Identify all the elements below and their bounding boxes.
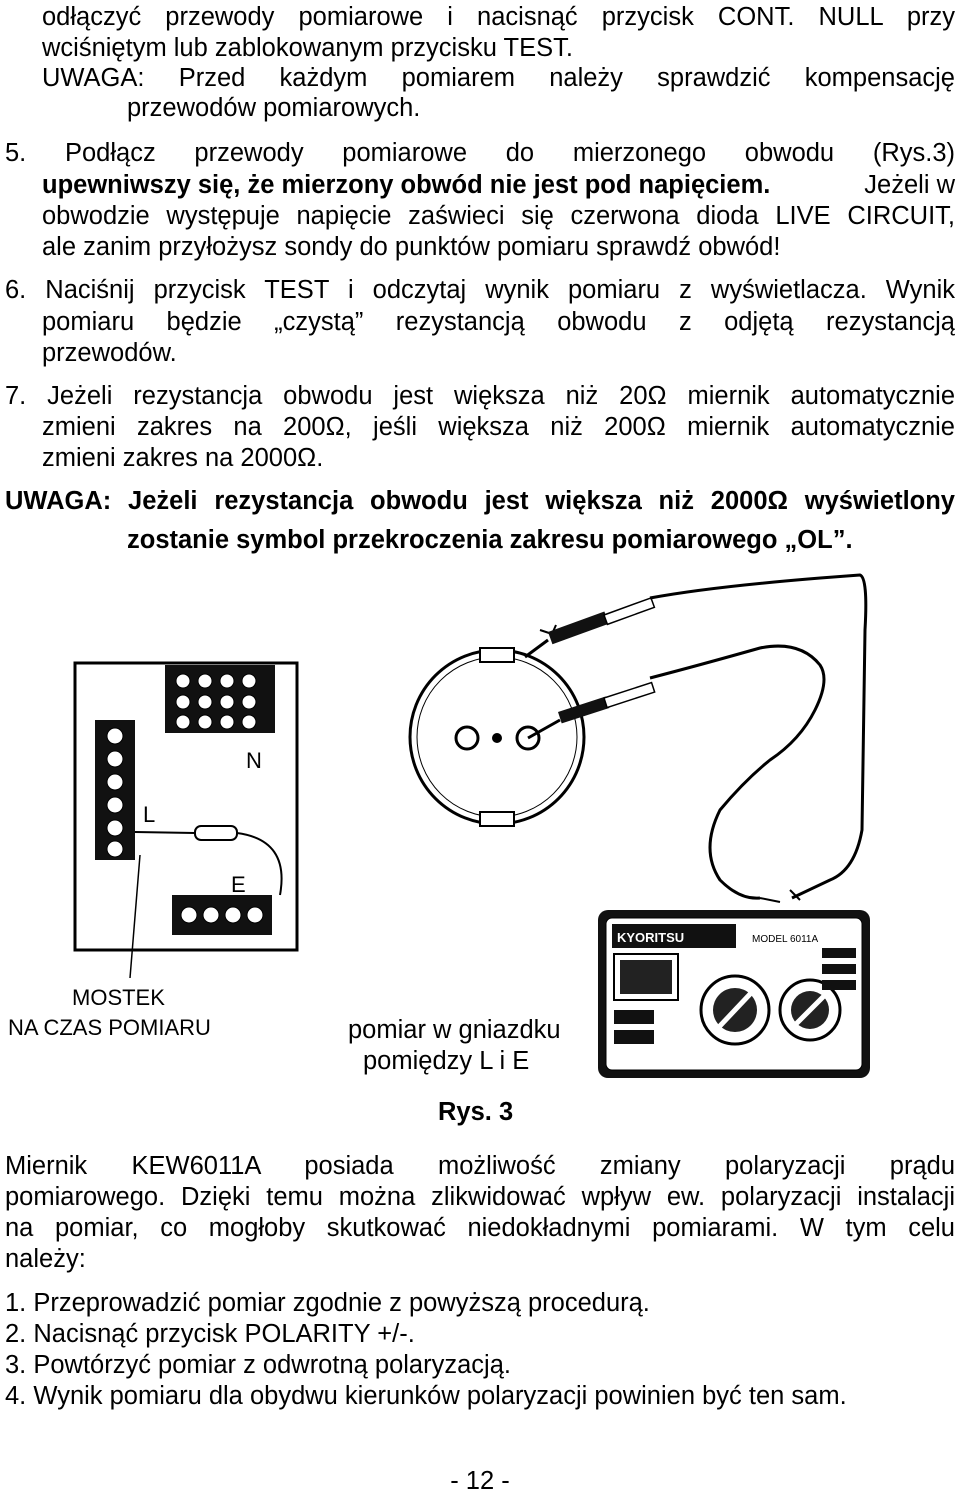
- polarity-line: na pomiar, co mogłoby skutkować niedokła…: [5, 1214, 955, 1242]
- page-number: - 12 -: [450, 1467, 510, 1495]
- figure-caption: Rys. 3: [438, 1098, 514, 1126]
- label-e: E: [231, 872, 246, 897]
- step-7-line: zmieni zakres na 2000Ω.: [42, 444, 324, 472]
- label-l: L: [143, 802, 155, 827]
- paragraph-line: odłączyć przewody pomiarowe i nacisnąć p…: [42, 3, 955, 31]
- step-7-line: zmieni zakres na 200Ω, jeśli większa niż…: [42, 413, 955, 441]
- warning-line: zostanie symbol przekroczenia zakresu po…: [127, 526, 853, 554]
- bridge-wire: [134, 831, 283, 896]
- step-5-line: obwodzie występuje napięcie zaświeci się…: [42, 202, 955, 230]
- test-probe-upper: [524, 596, 656, 659]
- test-probe-lower: [527, 681, 656, 740]
- terminal-block-e: [172, 895, 272, 935]
- bridge-label-line: NA CZAS POMIARU: [8, 1015, 211, 1040]
- note-line: UWAGA: Przed każdym pomiarem należy spra…: [42, 64, 955, 92]
- socket-outlet: [408, 647, 586, 827]
- fuse-element: [194, 825, 238, 841]
- label-n: N: [246, 748, 262, 773]
- bridge-label-line: MOSTEK: [72, 985, 165, 1010]
- paragraph-line: wciśniętym lub zablokowanym przycisku TE…: [42, 34, 573, 62]
- multifunction-meter: KYORITSU MODEL 6011A: [598, 910, 870, 1078]
- wall-panel: [73, 661, 299, 952]
- cable-plugs: [759, 889, 801, 903]
- probe-cable-upper: [649, 573, 868, 900]
- bridge-pointer: [129, 854, 141, 979]
- warning-line: UWAGA: Jeżeli rezystancja obwodu jest wi…: [5, 487, 955, 515]
- list-item: 3. Powtórzyć pomiar z odwrotną polaryzac…: [5, 1351, 511, 1379]
- terminal-block-l: [95, 720, 135, 860]
- polarity-line: pomiarowego. Dzięki temu można zlikwidow…: [5, 1183, 955, 1211]
- list-item: 4. Wynik pomiaru dla obydwu kierunków po…: [5, 1382, 847, 1410]
- note-line: przewodów pomiarowych.: [127, 94, 421, 122]
- step-5-bold-text: upewniwszy się, że mierzony obwód nie je…: [42, 171, 771, 199]
- probe-cable-lower: [649, 644, 826, 900]
- socket-label-line: pomiędzy L i E: [363, 1047, 530, 1075]
- socket-label-line: pomiar w gniazdku: [348, 1016, 561, 1044]
- measurement-diagram: N L E KYORITSU MODEL 6011A: [73, 573, 870, 1078]
- list-item: 1. Przeprowadzić pomiar zgodnie z powyżs…: [5, 1289, 650, 1317]
- step-6-line: przewodów.: [42, 339, 177, 367]
- step-5-line: upewniwszy się, że mierzony obwód nie je…: [42, 170, 955, 200]
- polarity-line: należy:: [5, 1245, 86, 1273]
- step-5-line: 5. Podłącz przewody pomiarowe do mierzon…: [5, 139, 955, 167]
- step-5-line: ale zanim przyłożysz sondy do punktów po…: [42, 233, 781, 261]
- list-item: 2. Nacisnąć przycisk POLARITY +/-.: [5, 1320, 415, 1348]
- step-5-text: Jeżeli w: [864, 171, 955, 199]
- step-6-line: pomiaru będzie „czystą” rezystancją obwo…: [42, 308, 955, 336]
- polarity-line: Miernik KEW6011A posiada możliwość zmian…: [5, 1152, 955, 1180]
- meter-model: MODEL 6011A: [752, 934, 818, 945]
- meter-brand: KYORITSU: [617, 930, 684, 945]
- step-7-line: 7. Jeżeli rezystancja obwodu jest większ…: [5, 382, 955, 410]
- terminal-block-n: [165, 665, 275, 733]
- step-6-line: 6. Naciśnij przycisk TEST i odczytaj wyn…: [5, 276, 955, 304]
